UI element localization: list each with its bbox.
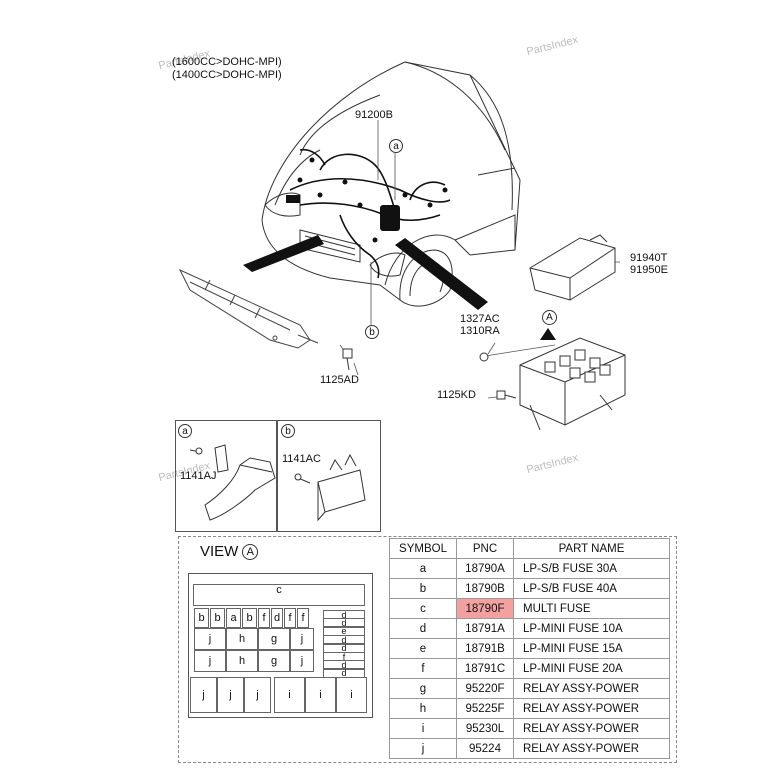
relay-slot: j [290,650,314,672]
marker-a: a [389,139,403,153]
junction-box-part-number: 91940T [630,252,668,264]
fuse-slot: f [297,608,309,628]
table-header-row: SYMBOL PNC PART NAME [389,538,670,559]
detail-b-marker: b [281,424,295,438]
cell-pnc: 18790F [456,598,514,619]
engine-label-1400: (1400CC>DOHC-MPI) [172,69,282,81]
cell-part-name: LP-MINI FUSE 15A [513,638,670,659]
cell-pnc: 18791C [456,658,514,679]
cell-symbol: b [389,578,457,599]
relay-slot: j [290,628,314,650]
detail-a-box [175,420,278,532]
detail-b-box [276,420,381,532]
relay-slot: g [258,650,290,672]
view-marker: A [242,543,259,560]
relay-slot: j [217,677,244,713]
relay-slot: j [194,650,226,672]
relay-slot: g [258,628,290,650]
relay-slot: h [226,650,258,672]
cell-part-name: RELAY ASSY-POWER [513,738,670,759]
cell-symbol: g [389,678,457,699]
bolt-part-number: 1125AD [320,374,359,386]
fuse-layout-frame [178,536,677,763]
header-pnc: PNC [456,538,514,559]
fuse-box-outline [188,573,373,718]
cell-symbol: a [389,558,457,579]
header-symbol: SYMBOL [389,538,457,559]
cell-symbol: f [389,658,457,679]
cell-pnc: 18791A [456,618,514,639]
fuse-slot: f [284,608,296,628]
nut-alt-part-number: 1310RA [460,325,500,337]
cell-symbol: c [389,598,457,619]
cell-pnc: 95224 [456,738,514,759]
cell-pnc: 95225F [456,698,514,719]
cell-pnc: 95220F [456,678,514,699]
fuse-slot: b [210,608,225,628]
cell-part-name: RELAY ASSY-POWER [513,698,670,719]
relay-slot: i [274,677,305,713]
detail-a-part-number: 1141AJ [180,470,217,482]
cell-part-name: LP-MINI FUSE 10A [513,618,670,639]
cell-symbol: e [389,638,457,659]
marker-view-a: A [542,310,557,325]
cell-pnc: 95230L [456,718,514,739]
cell-pnc: 18790A [456,558,514,579]
engine-label-1600: (1600CC>DOHC-MPI) [172,56,282,68]
relay-slot: j [190,677,217,713]
bolt-alt-part-number: 1125KD [437,389,476,401]
relay-slot: j [244,677,271,713]
cell-part-name: RELAY ASSY-POWER [513,718,670,739]
fuse-slot: f [258,608,270,628]
junction-box-alt-part-number: 91950E [630,264,668,276]
relay-slot: h [226,628,258,650]
cell-symbol: h [389,698,457,719]
cell-part-name: LP-S/B FUSE 30A [513,558,670,579]
relay-slot: j [194,628,226,650]
view-a-title: VIEW A [200,543,259,560]
fuse-slot: b [242,608,257,628]
cell-part-name: LP-MINI FUSE 20A [513,658,670,679]
nut-part-number: 1327AC [460,313,500,325]
cell-pnc: 18790B [456,578,514,599]
fuse-slot: a [226,608,241,628]
marker-b: b [365,325,379,339]
cell-symbol: j [389,738,457,759]
harness-part-number: 91200B [355,109,393,121]
cell-symbol: i [389,718,457,739]
header-part-name: PART NAME [513,538,670,559]
cell-part-name: MULTI FUSE [513,598,670,619]
fuse-slot-c: c [193,584,365,606]
cell-part-name: RELAY ASSY-POWER [513,678,670,699]
relay-slot: i [336,677,367,713]
relay-slot: i [305,677,336,713]
cell-part-name: LP-S/B FUSE 40A [513,578,670,599]
fuse-slot: d [271,608,283,628]
detail-b-part-number: 1141AC [282,453,321,465]
view-label: VIEW [200,543,239,560]
cell-pnc: 18791B [456,638,514,659]
fuse-slot: b [194,608,209,628]
cell-symbol: d [389,618,457,639]
detail-a-marker: a [178,424,192,438]
